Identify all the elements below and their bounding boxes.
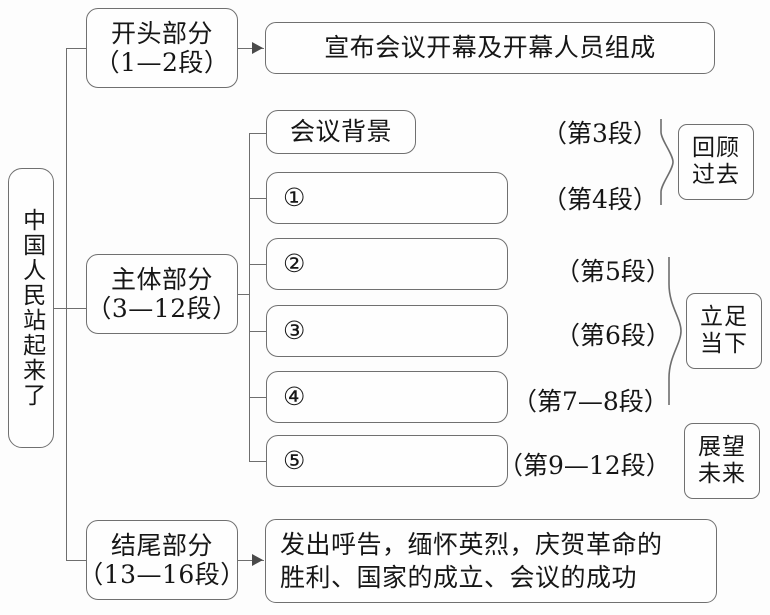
annotation-paragraph-7-8: （第7—8段） bbox=[512, 387, 669, 416]
summary-future-line2: 未来 bbox=[698, 461, 746, 487]
item-4: ④ bbox=[266, 371, 508, 423]
node-opening-part-line2: （1—2段） bbox=[94, 48, 230, 77]
connector-branch-body bbox=[66, 308, 86, 309]
connector-branch-ending bbox=[66, 560, 86, 561]
node-body-part-line1: 主体部分 bbox=[110, 264, 213, 294]
summary-present-line1: 立足 bbox=[700, 303, 748, 330]
content-opening: 宣布会议开幕及开幕人员组成 bbox=[265, 22, 715, 74]
summary-past-line1: 回顾 bbox=[692, 134, 740, 161]
arrowhead-icon-opening bbox=[252, 42, 263, 54]
summary-future-line1: 展望 bbox=[698, 433, 746, 460]
brace-present bbox=[668, 256, 682, 405]
brace-past bbox=[660, 118, 674, 205]
connector-branch-opening bbox=[66, 48, 86, 49]
summary-future: 展望 未来 bbox=[684, 423, 760, 499]
root-node-title: 中国人民站起来了 bbox=[8, 168, 54, 448]
item-2: ② bbox=[266, 238, 508, 290]
node-body-part: 主体部分 （3—12段） bbox=[86, 254, 238, 334]
node-opening-part: 开头部分 （1—2段） bbox=[86, 8, 238, 88]
connector-main-trunk bbox=[66, 48, 67, 560]
content-ending-line2: 胜利、国家的成立、会议的成功 bbox=[280, 563, 638, 592]
item-3: ③ bbox=[266, 305, 508, 357]
connector-body-item-1 bbox=[249, 198, 266, 199]
node-ending-part: 结尾部分 （13—16段） bbox=[78, 520, 245, 600]
connector-root-stem bbox=[54, 308, 67, 309]
connector-body-item-4 bbox=[249, 397, 266, 398]
node-ending-part-line1: 结尾部分 bbox=[110, 530, 213, 560]
node-ending-part-line2: （13—16段） bbox=[78, 560, 246, 589]
connector-body-item-5 bbox=[249, 461, 266, 462]
node-body-part-line2: （3—12段） bbox=[86, 294, 238, 323]
connector-body-item-3 bbox=[249, 331, 266, 332]
node-opening-part-line1: 开头部分 bbox=[110, 18, 213, 48]
connector-body-item-2 bbox=[249, 264, 266, 265]
item-5: ⑤ bbox=[266, 435, 508, 487]
connector-body-item-0 bbox=[249, 133, 266, 134]
item-1: ① bbox=[266, 172, 508, 224]
connector-body-stem bbox=[238, 294, 250, 295]
summary-present: 立足 当下 bbox=[686, 293, 762, 369]
summary-past-line2: 过去 bbox=[692, 162, 740, 188]
item-meeting-background: 会议背景 bbox=[266, 110, 416, 154]
annotation-paragraph-3: （第3段） bbox=[542, 119, 658, 148]
connector-body-trunk bbox=[249, 133, 250, 461]
annotation-paragraph-5: （第5段） bbox=[555, 257, 671, 286]
annotation-paragraph-4: （第4段） bbox=[542, 185, 658, 214]
annotation-paragraph-9-12: （第9—12段） bbox=[498, 451, 671, 480]
summary-present-line2: 当下 bbox=[700, 331, 748, 357]
content-ending-line1: 发出呼告，缅怀英烈，庆贺革命的 bbox=[280, 530, 663, 559]
connector-ending-to-content bbox=[238, 560, 264, 561]
content-ending: 发出呼告，缅怀英烈，庆贺革命的 胜利、国家的成立、会议的成功 bbox=[265, 519, 717, 603]
annotation-paragraph-6: （第6段） bbox=[555, 321, 671, 350]
connector-opening-to-content bbox=[238, 48, 264, 49]
summary-past: 回顾 过去 bbox=[678, 124, 754, 200]
arrowhead-icon-ending bbox=[252, 554, 263, 566]
